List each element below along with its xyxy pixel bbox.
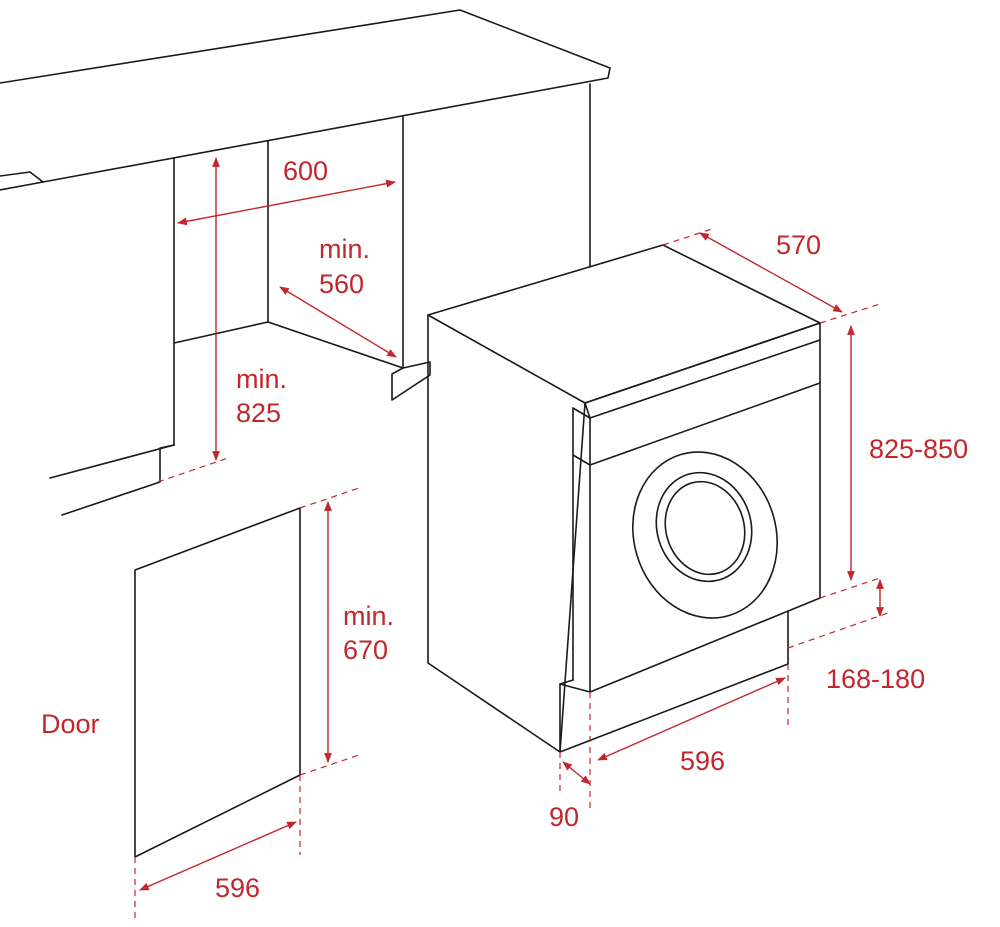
cabinet-depth-arrow <box>279 286 397 358</box>
machine-width-label: 596 <box>680 746 725 776</box>
plinth-recess-arrow <box>562 761 591 785</box>
porthole-glass <box>664 480 746 576</box>
cabinet-width-arrow <box>177 179 396 226</box>
depth-extension-rear <box>662 227 716 246</box>
door-height-extension-top <box>299 486 363 509</box>
door-height-min-label: min. <box>343 601 394 631</box>
cabinet-niche <box>49 83 591 516</box>
cabinet-height-min-label: min. <box>236 364 287 394</box>
plinth-extension <box>787 612 889 649</box>
door-panel <box>134 507 301 858</box>
door-label: Door <box>41 709 100 739</box>
porthole-inner <box>655 471 753 583</box>
machine-height-label: 825-850 <box>869 434 968 464</box>
depth-extension-front <box>819 303 881 324</box>
cabinet-width-label: 600 <box>283 156 328 186</box>
cabinet-height-label: 825 <box>236 398 281 428</box>
washing-machine <box>427 244 821 753</box>
machine-depth-arrow <box>699 232 843 313</box>
dimension-labels: 600 min. 560 min. 825 570 825-850 168-18… <box>41 156 968 903</box>
plinth-recess-label: 90 <box>549 802 579 832</box>
plinth-height-label: 168-180 <box>826 664 925 694</box>
cabinet-depth-min-label: min. <box>319 234 370 264</box>
cabinet-height-extension <box>157 457 229 483</box>
machine-width-arrow <box>597 677 786 761</box>
door-width-label: 596 <box>215 873 260 903</box>
porthole-outer <box>631 451 779 619</box>
cabinet-depth-label: 560 <box>319 269 364 299</box>
door-width-arrow <box>139 821 297 891</box>
worktop <box>0 9 611 191</box>
door-height-label: 670 <box>343 635 388 665</box>
machine-depth-label: 570 <box>776 230 821 260</box>
height-extension-bottom <box>819 577 881 599</box>
door-height-extension-bottom <box>299 753 363 776</box>
dimension-lines <box>134 157 889 918</box>
